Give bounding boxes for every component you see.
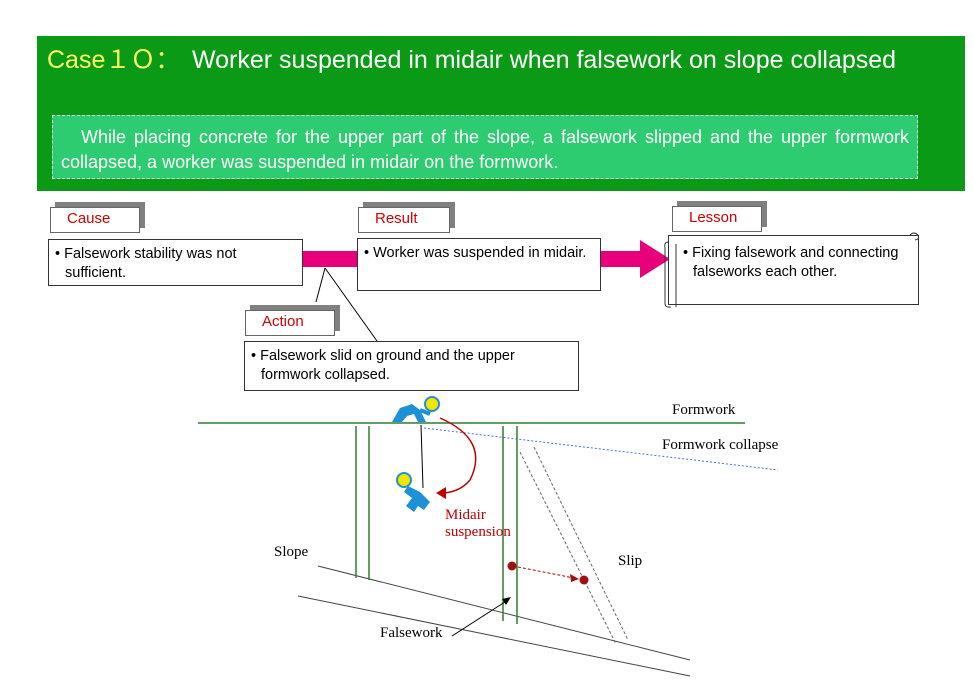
action-box: • Falsework slid on ground and the upper…	[244, 341, 579, 391]
cause-text: • Falsework stability was not sufficient…	[55, 246, 237, 281]
falsework-label: Falsework	[380, 625, 443, 641]
action-label: Action	[245, 310, 335, 336]
scroll-curl-top	[909, 232, 920, 241]
result-box: • Worker was suspended in midair.	[357, 238, 601, 291]
result-text: • Worker was suspended in midair.	[364, 245, 587, 261]
page-title: Worker suspended in midair when falsewor…	[192, 46, 897, 74]
formwork-collapse-label: Formwork collapse	[662, 437, 779, 453]
slope-line-lower	[297, 595, 691, 677]
slip-label: Slip	[618, 553, 643, 569]
slipped-post-1	[519, 451, 617, 645]
suspension-arc-head	[436, 487, 446, 499]
result-lesson-arrow	[600, 240, 670, 278]
cause-box: • Falsework stability was not sufficient…	[48, 239, 303, 286]
case-label: Case１Ｏ：	[47, 46, 181, 74]
safety-rope	[420, 424, 424, 489]
worker-on-formwork-icon	[392, 396, 440, 422]
cause-label: Cause	[50, 207, 140, 233]
scroll-curl-left	[664, 241, 672, 308]
result-label: Result	[358, 207, 450, 233]
falsework-pointer-line	[451, 599, 509, 637]
lesson-label: Lesson	[672, 206, 762, 232]
lesson-scroll: • Fixing falsework and connecting falsew…	[668, 235, 919, 305]
slip-destination-marker	[579, 575, 589, 585]
midair-suspension-label: Midair suspension	[445, 507, 511, 540]
suspension-arc-arrow	[439, 417, 477, 494]
formwork-label: Formwork	[672, 402, 736, 418]
action-text: • Falsework slid on ground and the upper…	[251, 348, 515, 383]
summary-box: While placing concrete for the upper par…	[52, 115, 918, 179]
slip-arrow-head	[570, 574, 579, 582]
action-callout-right	[324, 267, 378, 342]
falsework-pointer-head	[502, 597, 511, 605]
cause-result-connector	[302, 251, 358, 267]
lesson-text: • Fixing falsework and connecting falsew…	[683, 245, 899, 280]
action-callout-left	[315, 267, 326, 303]
slipped-post-2	[533, 446, 629, 641]
formwork-collapse-line	[423, 427, 779, 471]
slope-label: Slope	[274, 544, 309, 560]
slip-origin-marker	[507, 561, 517, 571]
slip-arrow-line	[517, 566, 575, 579]
slope-line-upper	[317, 565, 691, 661]
header-banner: Case１Ｏ： Worker suspended in midair when …	[37, 36, 965, 191]
suspended-worker-icon	[396, 472, 430, 512]
